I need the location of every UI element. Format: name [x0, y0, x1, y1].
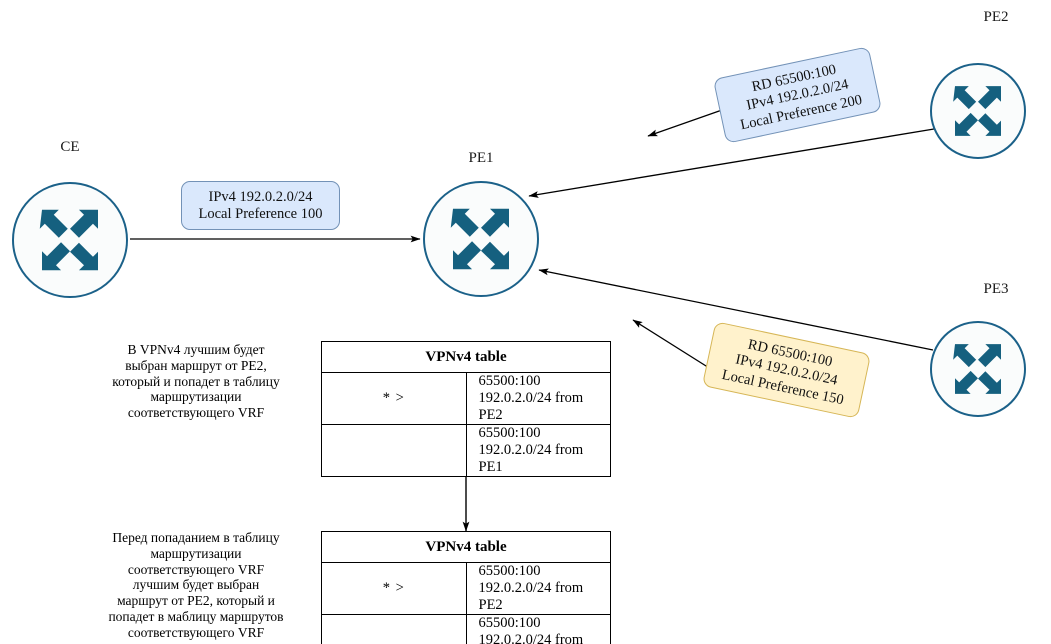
- router-node-pe3[interactable]: [930, 321, 1026, 417]
- node-label-ce: CE: [60, 139, 80, 155]
- vpnv4-table-top: VPNv4 table * > 65500:100 192.0.2.0/24 f…: [321, 341, 611, 477]
- route-flag: [321, 614, 467, 644]
- router-icon: [953, 344, 1001, 394]
- table-title: VPNv4 table: [321, 531, 611, 563]
- route-flag: * >: [321, 562, 467, 615]
- note-vrf-selection: Перед попаданием в таблицу маршрутизации…: [108, 530, 284, 640]
- edge-pe2-callout-pointer: [647, 109, 723, 137]
- router-node-pe1[interactable]: [423, 181, 539, 297]
- node-label-pe1: PE1: [468, 150, 494, 166]
- note-vpnv4-selection: В VPNv4 лучшим будет выбран маршрут от P…: [112, 342, 280, 421]
- table-row: 65500:100 192.0.2.0/24 from PE1: [321, 424, 611, 477]
- router-icon: [39, 209, 98, 271]
- callout-pe3-advert: RD 65500:100 IPv4 192.0.2.0/24 Local Pre…: [701, 321, 872, 419]
- vpnv4-table-bottom: VPNv4 table * > 65500:100 192.0.2.0/24 f…: [321, 531, 611, 644]
- route-entry: 65500:100 192.0.2.0/24 from PE1: [465, 424, 611, 477]
- table-row: * > 65500:100 192.0.2.0/24 from PE2: [321, 562, 611, 615]
- table-header-row: VPNv4 table: [321, 341, 611, 373]
- table-header-row: VPNv4 table: [321, 531, 611, 563]
- node-label-pe3: PE3: [983, 281, 1009, 297]
- table-row: 65500:100 192.0.2.0/24 from CE1: [321, 614, 611, 644]
- route-entry: 65500:100 192.0.2.0/24 from CE1: [465, 614, 611, 644]
- route-entry: 65500:100 192.0.2.0/24 from PE2: [465, 372, 611, 425]
- edge-pe3-callout-pointer: [632, 319, 715, 372]
- route-entry: 65500:100 192.0.2.0/24 from PE2: [465, 562, 611, 615]
- route-flag: [321, 424, 467, 477]
- callout-ce-advert: IPv4 192.0.2.0/24 Local Preference 100: [181, 181, 340, 230]
- callout-pe2-advert: RD 65500:100 IPv4 192.0.2.0/24 Local Pre…: [712, 46, 883, 144]
- table-title: VPNv4 table: [321, 341, 611, 373]
- node-label-pe2: PE2: [983, 9, 1009, 25]
- router-icon: [450, 208, 509, 270]
- router-node-ce[interactable]: [12, 182, 128, 298]
- table-row: * > 65500:100 192.0.2.0/24 from PE2: [321, 372, 611, 425]
- router-icon: [953, 86, 1001, 136]
- route-flag: * >: [321, 372, 467, 425]
- router-node-pe2[interactable]: [930, 63, 1026, 159]
